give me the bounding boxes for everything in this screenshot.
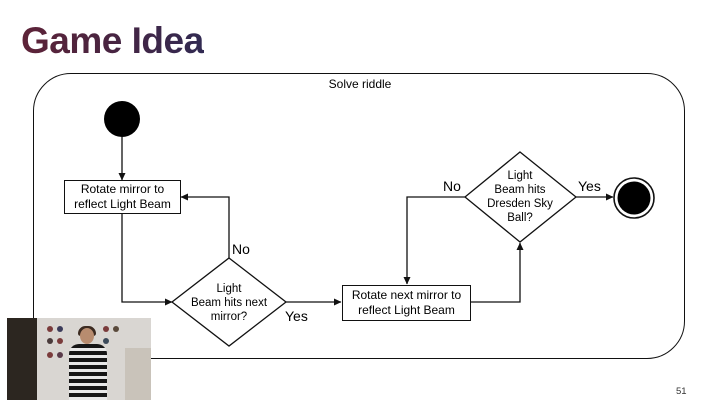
edge-next-to-skyball <box>471 242 524 303</box>
action-rotate-next-mirror: Rotate next mirror to reflect Light Beam <box>342 285 471 321</box>
page-number: 51 <box>676 386 687 397</box>
edge-rotate-to-decision <box>121 214 173 306</box>
edge-decision-no-loop <box>180 193 230 258</box>
frame-label: Solve riddle <box>328 77 392 91</box>
decision-diamond-next-mirror <box>170 257 288 347</box>
activity-frame <box>33 73 685 359</box>
end-node <box>617 181 651 215</box>
edge-label-next-mirror-no: No <box>232 241 250 257</box>
action-rotate-mirror: Rotate mirror to reflect Light Beam <box>64 180 181 214</box>
presenter-video <box>7 318 151 400</box>
edge-label-sky-ball-yes: Yes <box>578 178 601 194</box>
edge-label-sky-ball-no: No <box>443 178 461 194</box>
slide-title: Game Idea <box>21 20 204 61</box>
decision-label-sky-ball: Light Beam hits Dresden Sky Ball? <box>487 170 553 224</box>
edge-skyball-no-loop <box>403 196 465 285</box>
start-node <box>104 101 140 137</box>
decision-diamond-sky-ball <box>463 151 578 243</box>
decision-label-next-mirror: Light Beam hits next mirror? <box>190 283 268 323</box>
edge-label-next-mirror-yes: Yes <box>285 308 308 324</box>
